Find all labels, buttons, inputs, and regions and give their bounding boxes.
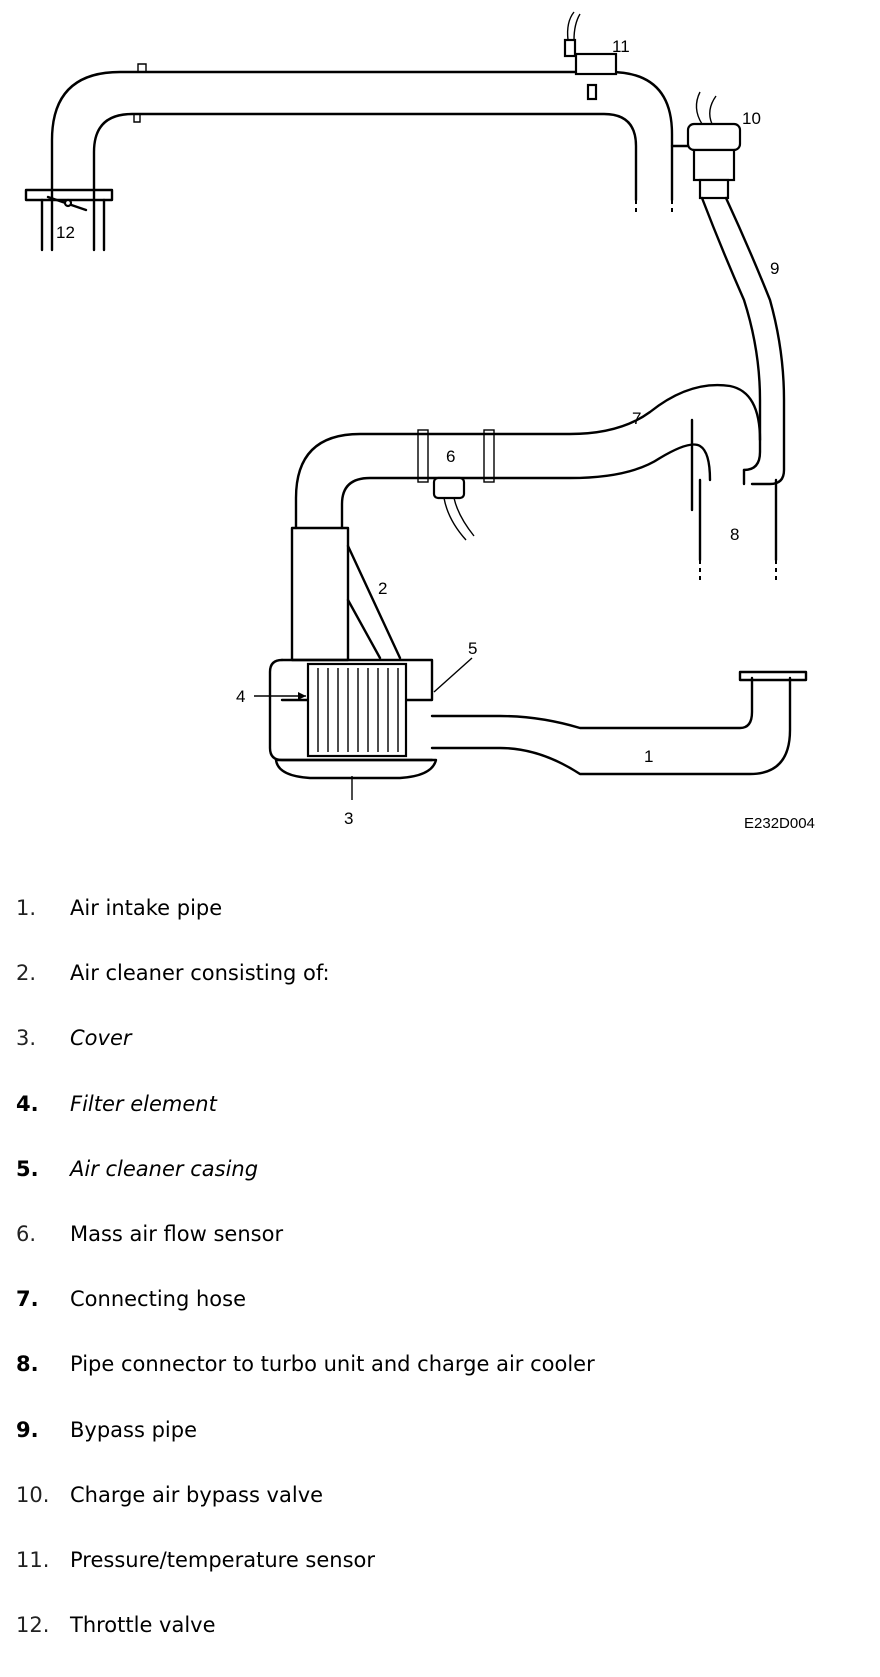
bypass-pipe (700, 196, 786, 486)
legend-label: Mass air flow sensor (70, 1221, 284, 1246)
legend-label: Air cleaner casing (70, 1156, 259, 1181)
callout-7: 7 (632, 409, 641, 428)
legend-item: 11. Pressure/temperature sensor (0, 1547, 880, 1612)
air-intake-pipe (430, 670, 808, 776)
legend-item: 10. Charge air bypass valve (0, 1482, 880, 1547)
legend-item: 5. Air cleaner casing (0, 1156, 880, 1221)
legend-label: Pressure/temperature sensor (70, 1547, 376, 1572)
pressure-temperature-sensor (563, 11, 618, 101)
air-cleaner-cover (274, 758, 438, 780)
callout-leaders (254, 657, 473, 800)
callout-8: 8 (730, 525, 739, 544)
legend-label: Air intake pipe (70, 896, 223, 920)
legend-label: Connecting hose (70, 1287, 246, 1312)
legend-item: 3. Cover (0, 1025, 880, 1090)
legend-item: 12. Throttle valve (0, 1612, 880, 1677)
legend-item: 6. Mass air flow sensor (0, 1221, 880, 1286)
legend-item: 9. Bypass pipe (0, 1417, 880, 1482)
callout-4: 4 (236, 687, 245, 706)
legend-label: Charge air bypass valve (70, 1482, 324, 1507)
legend-item: 8. Pipe connector to turbo unit and charg… (0, 1351, 880, 1416)
legend-number: 10. (16, 1482, 50, 1507)
legend-number: 12. (16, 1613, 50, 1638)
legend-label: Cover (70, 1026, 132, 1051)
legend-number: 5. (16, 1156, 39, 1181)
legend-item: 1. Air intake pipe (0, 895, 880, 960)
intake-system-diagram: 1 2 3 4 5 6 7 8 9 10 11 12 E232D004 (24, 11, 815, 832)
callout-2: 2 (378, 579, 387, 598)
callout-3: 3 (344, 809, 353, 828)
legend-number: 3. (16, 1026, 37, 1051)
parts-legend: 1. Air intake pipe 2. Air cleaner consistin… (0, 895, 880, 1677)
legend-label: Bypass pipe (70, 1417, 198, 1442)
legend-number: 1. (16, 896, 37, 920)
legend-item: 4. Filter element (0, 1091, 880, 1156)
legend-number: 9. (16, 1417, 39, 1442)
callout-6: 6 (446, 447, 455, 466)
legend-number: 8. (16, 1352, 39, 1377)
connecting-hose (294, 383, 762, 530)
callout-1: 1 (644, 747, 653, 766)
filter-element (306, 662, 408, 758)
legend-item: 2. Air cleaner consisting of: (0, 960, 880, 1025)
figure-code: E232D004 (744, 815, 815, 832)
legend-label: Air cleaner consisting of: (70, 961, 330, 986)
legend-number: 6. (16, 1221, 37, 1246)
callout-12: 12 (56, 223, 75, 242)
legend-label: Throttle valve (70, 1613, 216, 1638)
callout-10: 10 (742, 109, 761, 128)
legend-item: 7. Connecting hose (0, 1286, 880, 1351)
turbo-connector-pipe (698, 478, 778, 580)
legend-number: 7. (16, 1287, 39, 1312)
legend-label: Filter element (70, 1091, 217, 1116)
legend-number: 11. (16, 1547, 50, 1572)
mass-air-flow-sensor (417, 429, 495, 541)
callout-9: 9 (770, 259, 779, 278)
legend-label: Pipe connector to turbo unit and charge … (70, 1352, 595, 1377)
callout-5: 5 (468, 639, 477, 658)
air-cleaner (268, 526, 434, 762)
upper-charge-pipe (50, 63, 674, 252)
callout-11: 11 (612, 37, 630, 56)
throttle-valve (24, 188, 114, 252)
legend-number: 2. (16, 961, 37, 986)
legend-number: 4. (16, 1091, 39, 1116)
charge-air-bypass-valve (670, 91, 742, 200)
